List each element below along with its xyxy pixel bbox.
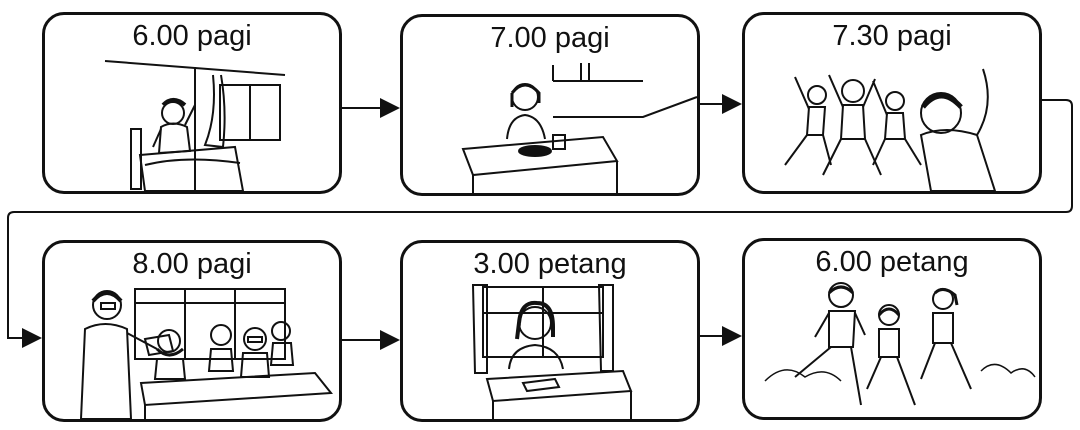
panel-classroom: 8.00 pagi <box>42 240 342 422</box>
panel-waking-up: 6.00 pagi <box>42 12 342 194</box>
jogging-illustration <box>764 282 1036 406</box>
panel-jogging: 6.00 petang <box>742 238 1042 420</box>
panel-reading: 3.00 petang <box>400 240 700 422</box>
arrow-3-to-4 <box>7 99 1073 348</box>
panel-exercise: 7.30 pagi <box>742 12 1042 194</box>
waking-up-illustration <box>104 60 286 191</box>
panel-time-label: 6.00 pagi <box>132 20 252 52</box>
reading-illustration <box>471 284 633 419</box>
exercise-illustration <box>784 68 997 191</box>
breakfast-illustration <box>461 63 697 193</box>
panel-time-label: 7.00 pagi <box>490 22 610 54</box>
panel-breakfast: 7.00 pagi <box>400 14 700 196</box>
panel-time-label: 6.00 petang <box>815 246 969 278</box>
panel-time-label: 3.00 petang <box>473 248 627 280</box>
panel-time-label: 8.00 pagi <box>132 248 252 280</box>
panel-time-label: 7.30 pagi <box>832 20 952 52</box>
classroom-illustration <box>79 288 333 419</box>
